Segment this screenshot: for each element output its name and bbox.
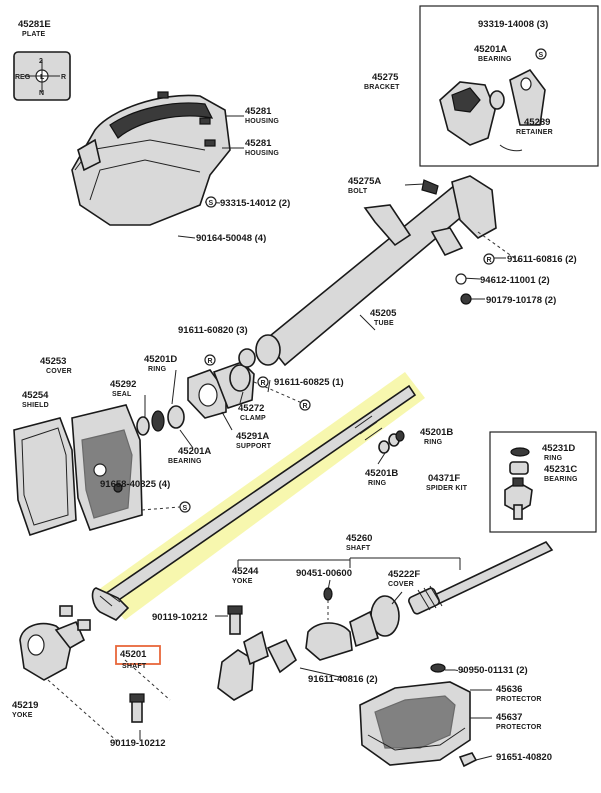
label-45636-name: PROTECTOR [496,696,542,703]
label-90451: 90451-00600 [296,568,352,579]
label-45222f-name: COVER [388,581,414,588]
label-45201: 45201 [120,649,147,660]
label-45281-a: 45281 [245,106,272,117]
label-45281-b: 45281 [245,138,272,149]
label-90119-b: 90119-10212 [110,738,165,749]
label-45231d-name: RING [544,455,563,462]
label-45201a-top-name: BEARING [478,56,512,63]
label-91611-60825: 91611-60825 (1) [274,377,344,388]
label-45219: 45219 [12,700,38,711]
label-04371f: 04371F [428,473,460,484]
label-90179: 90179-10178 (2) [486,295,556,306]
label-45281-b-name: HOUSING [245,150,279,157]
label-45253: 45253 [40,356,66,367]
label-45275-name: BRACKET [364,84,400,91]
yoke-45219-graphic [19,605,171,743]
label-45281e: 45281E [18,19,51,30]
steering-shaft-graphic [91,384,417,621]
label-04371f-name: SPIDER KIT [426,485,468,492]
label-45260-name: SHAFT [346,545,371,552]
label-45201b-b-name: RING [368,480,387,487]
label-45281-a-name: HOUSING [245,118,279,125]
label-45289-name: RETAINER [516,129,553,136]
label-91651: 91651-40820 [496,752,552,763]
clamp-support-graphic: R R [136,348,311,436]
label-45292-name: SEAL [112,391,132,398]
label-93319: 93319-14008 (3) [478,19,548,30]
label-45275a: 45275A [348,176,381,187]
label-45291a: 45291A [236,431,269,442]
label-45254-name: SHIELD [22,402,49,409]
plate-letter-2: 2 [39,58,43,65]
label-45272-name: CLAMP [240,415,266,422]
label-91611-60816: 91611-60816 (2) [507,254,577,265]
label-91658: 91658-40825 (4) [100,479,170,490]
symbol-r-91611-60816: R [487,257,492,264]
label-45275: 45275 [372,72,399,83]
plate-letter-l: L [40,74,45,81]
label-45281e-name: PLATE [22,31,46,38]
label-93315: 93315-14012 (2) [220,198,290,209]
label-45244-name: YOKE [232,578,253,585]
bracket-s-symbol: S [539,52,544,59]
bracket-detail-box [419,5,599,167]
label-45272: 45272 [238,403,264,414]
label-45289: 45289 [524,117,550,128]
label-91611-60820: 91611-60820 (3) [178,325,248,336]
protector-graphic [359,663,478,768]
tube-graphic [255,175,521,367]
label-45231c: 45231C [544,464,577,475]
label-45275a-name: BOLT [348,188,368,195]
plate-graphic: 2 N L R REG [13,51,71,101]
label-45254: 45254 [22,390,49,401]
label-91611-40816: 91611-40816 (2) [308,674,378,685]
shaft-callout-box [115,645,161,665]
label-45636: 45636 [496,684,522,695]
yoke-45244-graphic [217,605,298,701]
label-45201a: 45201A [178,446,211,457]
label-45253-name: COVER [46,368,72,375]
label-45637: 45637 [496,712,522,723]
label-45219-name: YOKE [12,712,33,719]
plate-letter-n: N [39,90,44,97]
label-45292: 45292 [110,379,136,390]
label-45260: 45260 [346,533,372,544]
housing-graphic [71,91,231,226]
label-45201d-name: RING [148,366,167,373]
plate-letter-r: R [61,74,66,81]
label-45231d: 45231D [542,443,575,454]
label-45637-name: PROTECTOR [496,724,542,731]
label-94612: 94612-11001 (2) [480,275,550,286]
label-45205: 45205 [370,308,397,319]
label-45205-name: TUBE [374,320,394,327]
label-45201b-a-name: RING [424,439,443,446]
cover-shield-graphic: S [13,404,191,537]
symbol-r-91611-60825: R [261,380,266,387]
cover-s-symbol: S [183,505,188,512]
clamp-r-symbol: R [208,358,213,365]
plate-letter-reg: REG [15,74,31,81]
label-45222f: 45222F [388,569,420,580]
symbol-s-93315: S [209,200,214,207]
spider-kit-graphic [504,447,533,520]
label-90119-a: 90119-10212 [152,612,207,623]
label-45201-name: SHAFT [122,663,147,670]
label-45201d: 45201D [144,354,177,365]
bracket-graphic: S [439,48,547,152]
label-45201a-top: 45201A [474,44,507,55]
spider-kit-box [489,431,597,533]
label-90164: 90164-50048 (4) [196,233,266,244]
label-45244: 45244 [232,566,259,577]
label-45291a-name: SUPPORT [236,443,272,450]
label-45201b-b: 45201B [365,468,398,479]
part-labels: 45281E PLATE 45281 HOUSING 45281 HOUSING… [12,19,578,763]
label-45201a-name: BEARING [168,458,202,465]
label-45201b-a: 45201B [420,427,453,438]
label-45231c-name: BEARING [544,476,578,483]
label-90950: 90950-01131 (2) [458,665,528,676]
clamp-r-symbol-2: R [303,403,308,410]
